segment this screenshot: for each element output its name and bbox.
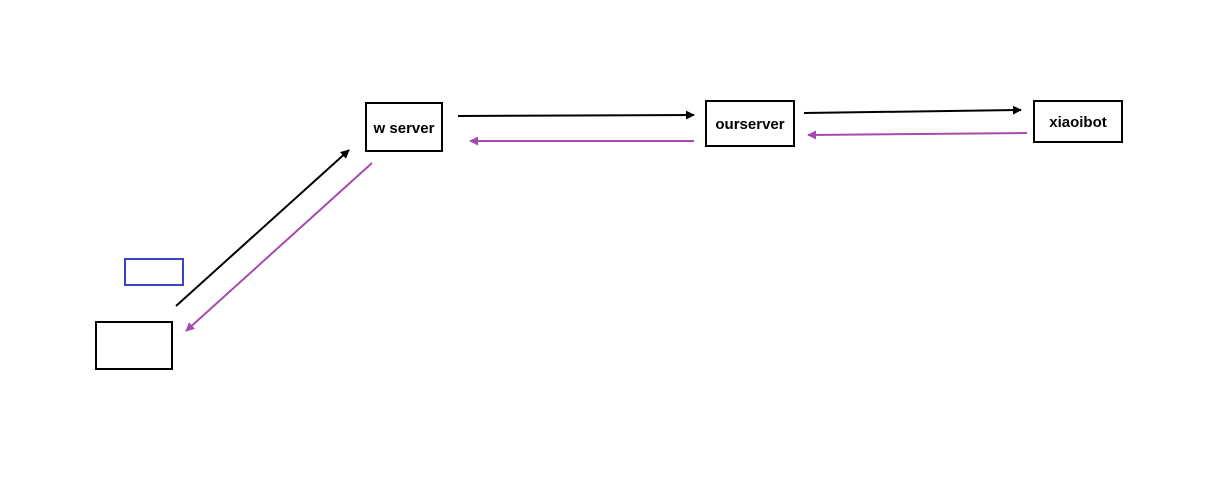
node-xiaoibot-label: xiaoibot [1049,114,1107,131]
edge-client-to-wserver [175,149,350,307]
node-ourserver: ourserver [705,100,795,147]
node-xiaoibot: xiaoibot [1033,100,1123,143]
node-w-server: w server [365,102,443,152]
node-client [95,321,173,370]
edge-wserver-to-client [185,162,373,332]
edge-xiaoibot-to-ourserver [807,130,1028,140]
node-ourserver-label: ourserver [715,116,784,133]
node-w-server-label: w server [373,120,435,137]
edge-wserver-to-ourserver [457,110,695,120]
node-small-box [124,258,184,286]
edge-ourserver-to-xiaoibot [803,105,1022,115]
